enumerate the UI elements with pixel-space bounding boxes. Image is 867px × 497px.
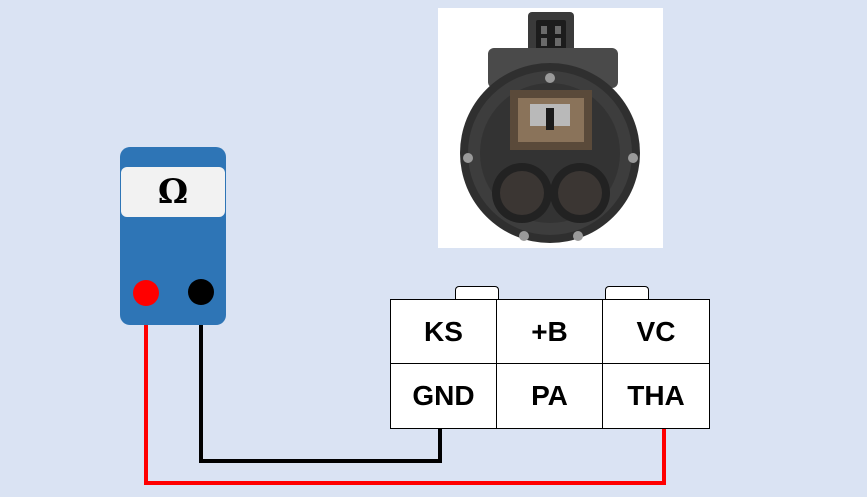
pin-vc: VC <box>603 300 709 364</box>
multimeter-display: Ω <box>121 167 225 217</box>
pin-tha: THA <box>603 364 709 428</box>
connector-latch-right <box>605 286 649 300</box>
black-probe-terminal <box>188 279 214 305</box>
pin-b-plus: +B <box>497 300 603 364</box>
air-flow-meter-sensor-icon <box>438 8 663 248</box>
sensor-photo <box>438 8 663 248</box>
pin-ks: KS <box>391 300 497 364</box>
pin-gnd: GND <box>391 364 497 428</box>
red-probe-terminal <box>133 280 159 306</box>
connector-latch-left <box>455 286 499 300</box>
ohm-symbol: Ω <box>158 172 188 212</box>
pin-pa: PA <box>497 364 603 428</box>
sensor-connector: KS +B VC GND PA THA <box>390 299 710 429</box>
